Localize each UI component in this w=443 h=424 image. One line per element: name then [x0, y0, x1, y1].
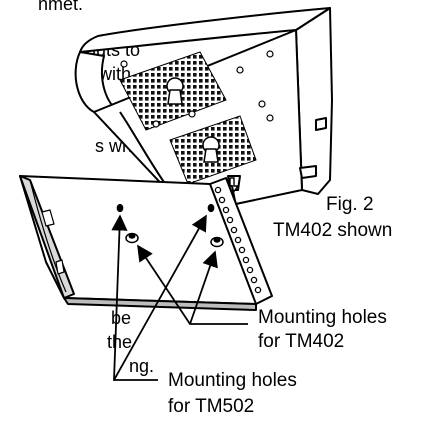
device-unit: [74, 7, 333, 213]
plate-mounting-holes: [116, 203, 224, 248]
callout-leaders: [111, 214, 248, 381]
text-fragment-8: ng.: [129, 356, 155, 376]
callout-tm402-line2: for TM402: [258, 331, 345, 352]
keyhole-slot-icon: [166, 77, 220, 163]
flange-holes: [214, 186, 262, 294]
text-fragment-7: the: [107, 332, 133, 352]
mounting-plate: [19, 175, 273, 311]
device-holes: [120, 50, 274, 128]
figure-caption-number: Fig. 2: [326, 194, 374, 215]
text-fragment-1: nmet.: [38, 0, 84, 14]
figure-caption-model: TM402 shown: [273, 220, 393, 241]
callout-tm402-line1: Mounting holes: [258, 307, 387, 328]
callout-tm502-line2: for TM502: [168, 396, 255, 417]
callout-tm502-line1: Mounting holes: [168, 370, 297, 391]
